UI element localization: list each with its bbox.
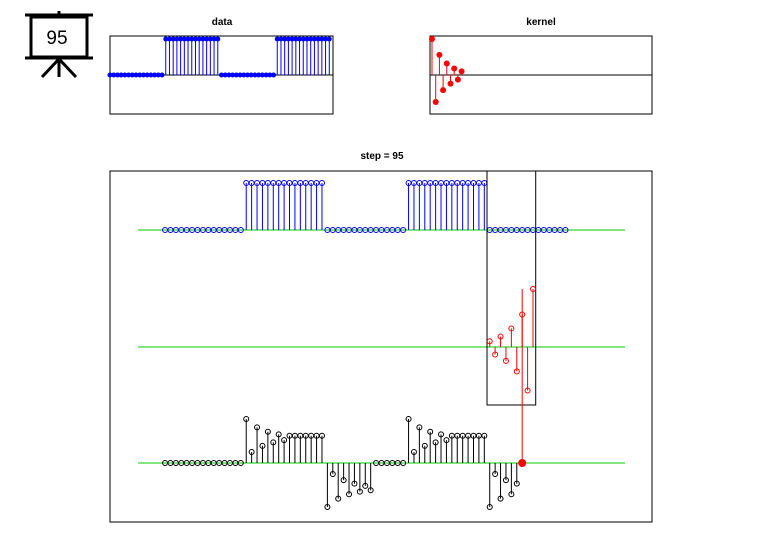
- data-marker: [271, 72, 277, 78]
- presentation-board-badge: 95: [25, 11, 93, 79]
- output-marker: [275, 431, 282, 438]
- output-marker: [351, 480, 358, 487]
- data-subplot: data: [107, 17, 334, 115]
- output-marker: [237, 460, 244, 466]
- kernel-marker: [436, 51, 443, 58]
- presentation-board-icon: [25, 11, 93, 79]
- flipped-kernel-marker: [530, 286, 537, 292]
- output-marker: [502, 477, 509, 484]
- output-marker: [243, 416, 250, 422]
- output-marker: [438, 431, 445, 438]
- output-marker: [324, 504, 331, 510]
- flipped-kernel-marker: [502, 357, 509, 364]
- data-marker: [215, 36, 221, 42]
- flipped-kernel-marker: [492, 351, 499, 358]
- kernel-marker: [432, 99, 439, 105]
- output-marker: [486, 504, 493, 510]
- output-marker: [508, 491, 515, 498]
- kernel-marker: [454, 76, 461, 83]
- flipped-kernel-marker: [497, 333, 504, 340]
- output-marker: [346, 491, 353, 498]
- kernel-subplot: kernel: [429, 17, 653, 115]
- output-marker: [367, 487, 374, 494]
- kernel-marker: [451, 65, 458, 72]
- output-marker: [421, 442, 428, 449]
- input-marker: [318, 180, 325, 186]
- output-marker: [362, 482, 369, 489]
- output-marker: [248, 449, 255, 455]
- flipped-kernel-marker: [486, 338, 493, 345]
- output-marker: [432, 439, 439, 446]
- badge-number: 95: [46, 28, 67, 49]
- data-marker: [159, 72, 165, 78]
- flipped-kernel-marker: [513, 368, 520, 375]
- output-marker: [340, 477, 347, 484]
- output-marker: [481, 432, 488, 439]
- input-marker: [237, 227, 244, 233]
- output-marker: [329, 471, 336, 477]
- data-stems: [107, 36, 333, 78]
- output-marker: [318, 432, 325, 439]
- flipped-kernel-marker: [508, 325, 515, 332]
- flipped-kernel-marker: [524, 387, 531, 394]
- kernel-marker: [458, 68, 465, 75]
- step-subplot-title: step = 95: [360, 151, 404, 162]
- data-marker: [326, 36, 332, 42]
- kernel-marker: [429, 36, 435, 42]
- input-marker: [400, 227, 407, 233]
- output-marker: [281, 437, 288, 444]
- output-marker: [443, 437, 450, 444]
- output-marker: [492, 471, 499, 477]
- kernel-marker: [447, 80, 454, 87]
- input-marker: [562, 227, 569, 233]
- output-marker: [356, 488, 363, 495]
- output-marker: [497, 495, 504, 502]
- output-marker: [410, 449, 417, 455]
- step-subplot: step = 95: [109, 151, 653, 523]
- output-marker: [427, 428, 434, 435]
- output-marker: [513, 480, 520, 487]
- output-marker: [416, 424, 423, 431]
- output-marker: [270, 439, 277, 446]
- kernel-marker: [440, 87, 447, 94]
- step-stems: [138, 170, 625, 510]
- output-marker: [405, 416, 412, 422]
- data-subplot-title: data: [212, 17, 233, 28]
- output-marker: [400, 460, 407, 466]
- output-marker: [335, 495, 342, 502]
- output-marker: [264, 428, 271, 435]
- output-marker: [259, 442, 266, 449]
- kernel-stems: [429, 36, 652, 105]
- kernel-marker: [443, 60, 450, 67]
- kernel-subplot-title: kernel: [526, 17, 556, 28]
- current-output-marker: [518, 459, 527, 467]
- output-marker: [254, 424, 261, 431]
